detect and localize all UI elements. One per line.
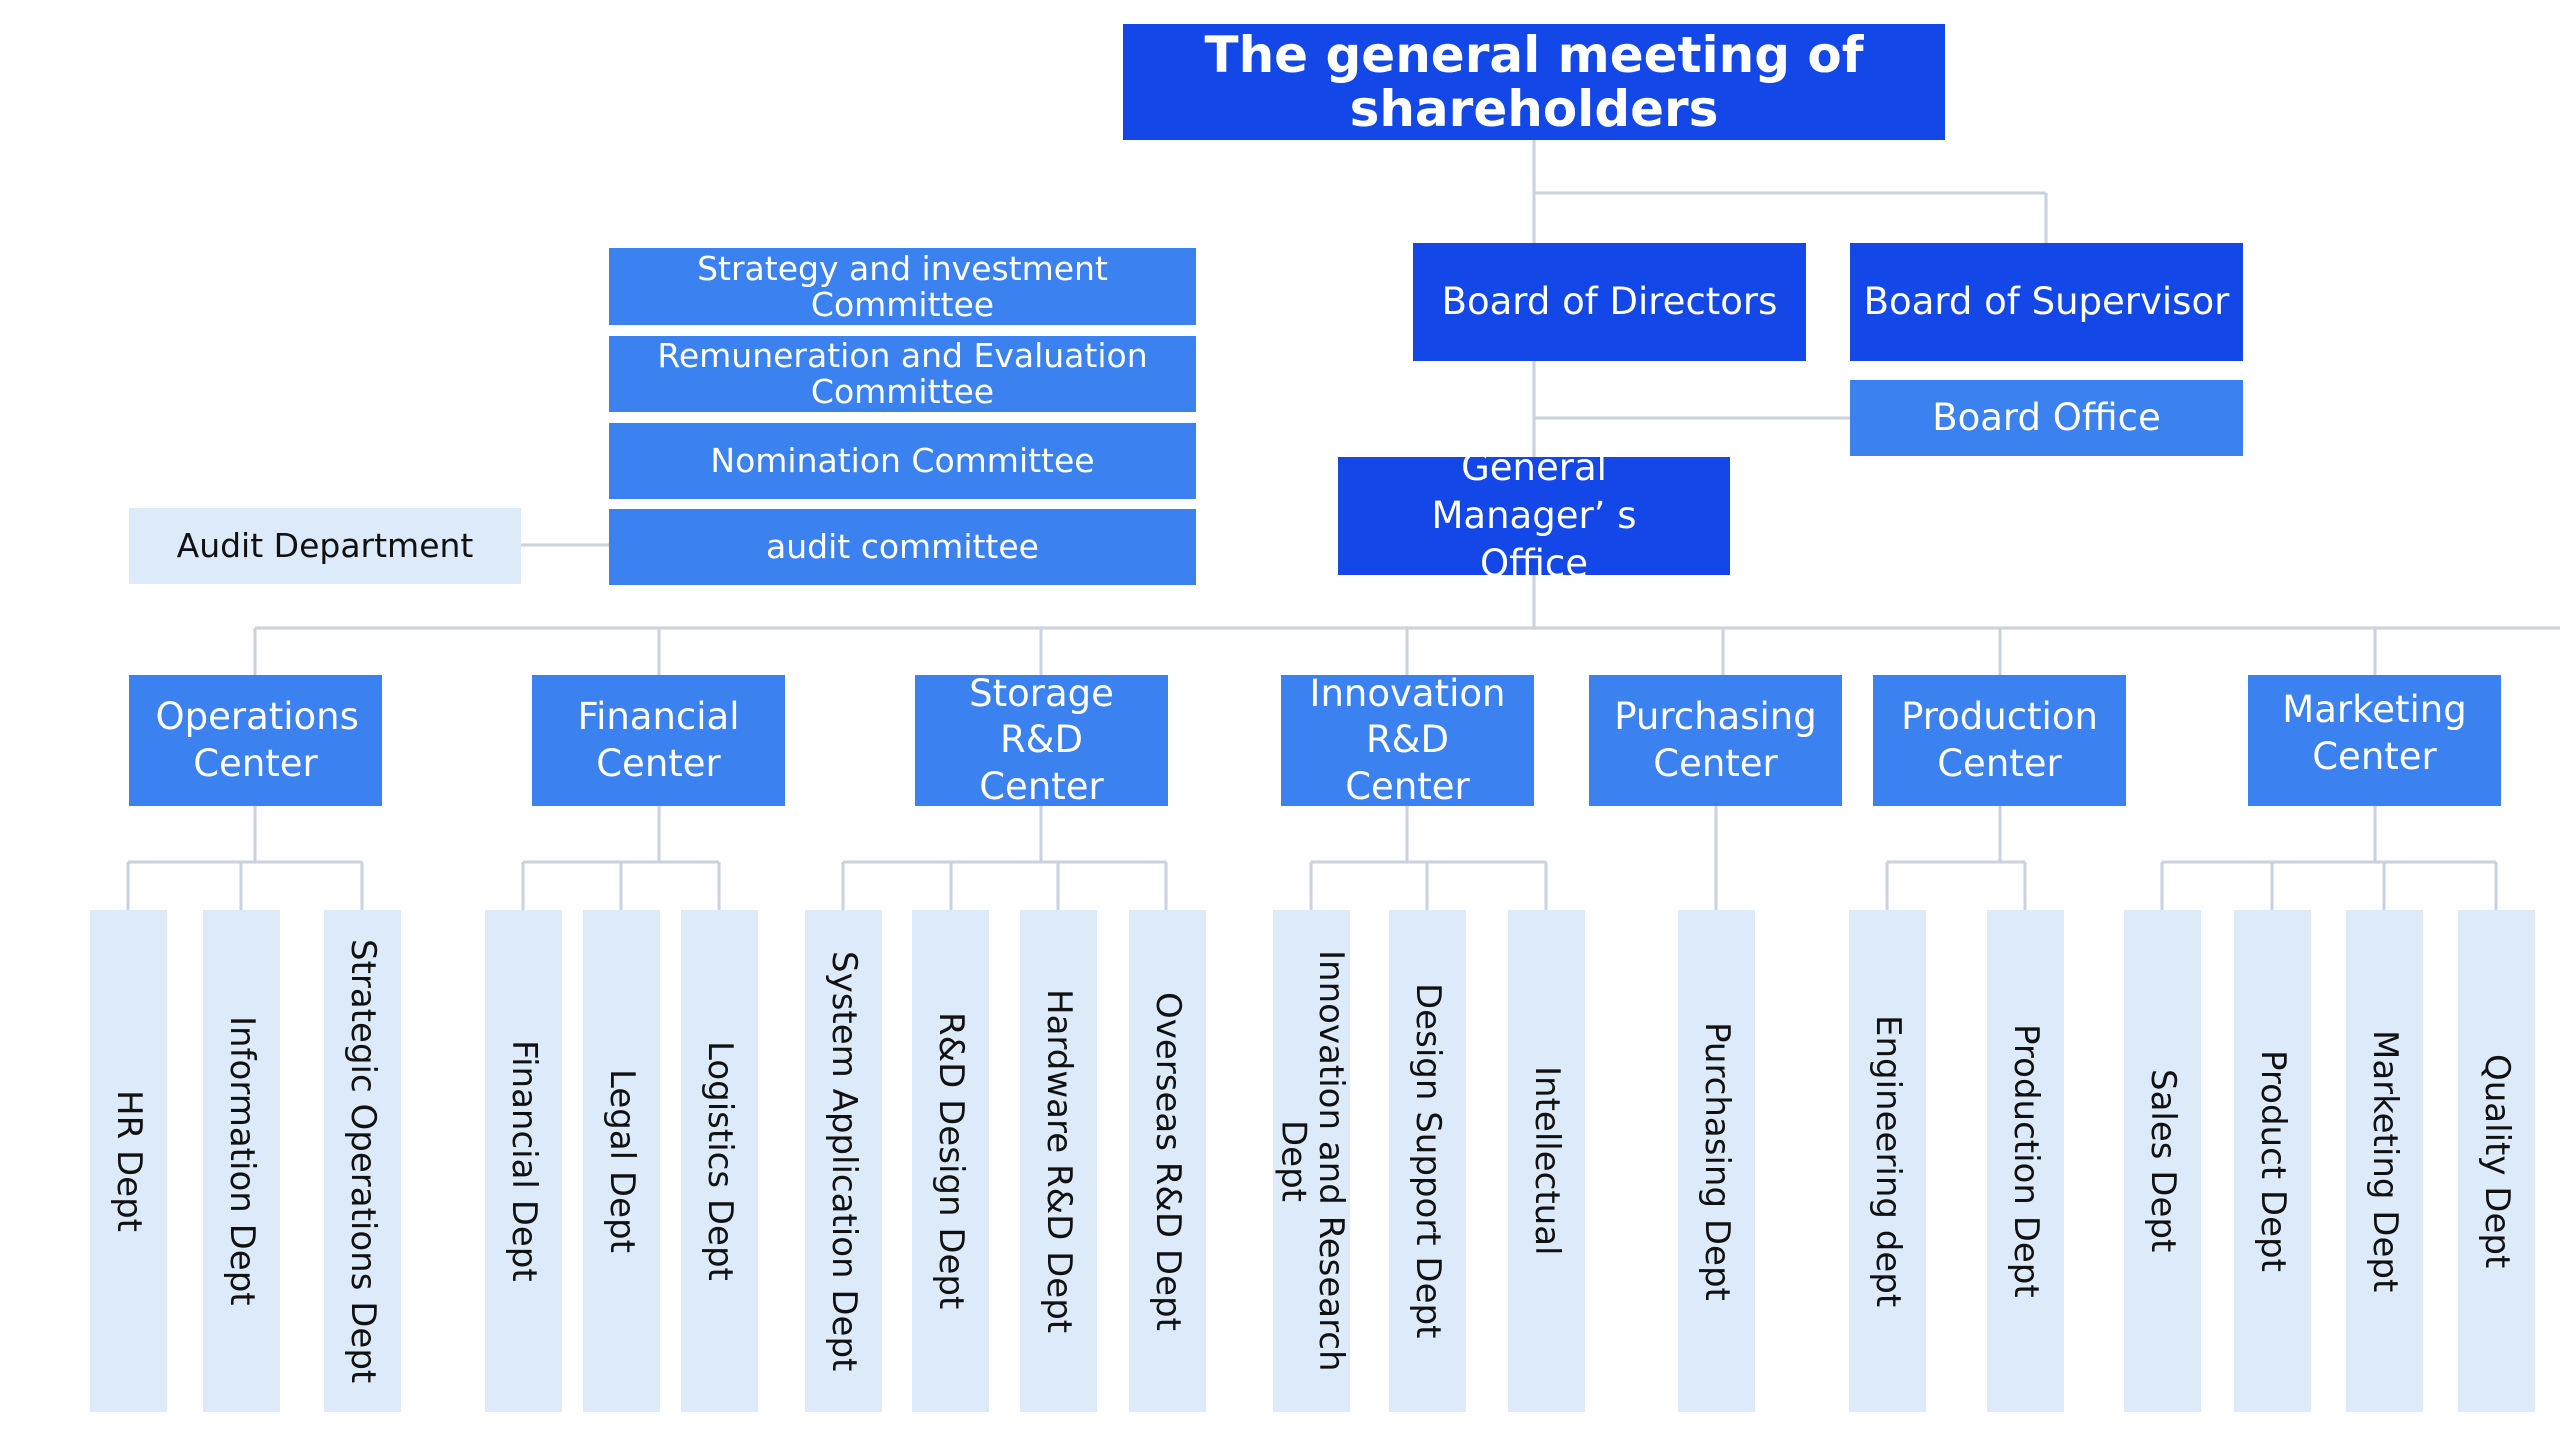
committee-box: Remuneration and Evaluation Committee bbox=[609, 336, 1196, 412]
center-box: Financial Center bbox=[532, 675, 785, 806]
audit-department-box: Audit Department bbox=[129, 508, 521, 584]
center-label: Operations Center bbox=[155, 695, 359, 785]
department-label: Product Dept bbox=[2253, 1050, 2294, 1272]
committee-box: Strategy and investment Committee bbox=[609, 248, 1196, 325]
department-label: HR Dept bbox=[109, 1089, 150, 1232]
committee-box: audit committee bbox=[609, 509, 1196, 585]
center-box: Innovation R&D Center bbox=[1281, 672, 1534, 808]
department-box: Financial Dept bbox=[485, 910, 562, 1412]
department-box: Engineering dept bbox=[1849, 910, 1926, 1412]
board-office-label: Board Office bbox=[1932, 395, 2161, 439]
department-box: Design Support Dept bbox=[1389, 910, 1466, 1412]
department-label: R&D Design Dept bbox=[931, 1012, 972, 1310]
department-box: Sales Dept bbox=[2124, 910, 2201, 1412]
department-label: System Application Dept bbox=[824, 950, 865, 1372]
department-box: Production Dept bbox=[1987, 910, 2064, 1412]
department-box: Strategic Operations Dept bbox=[324, 910, 401, 1412]
department-box: Innovation and Research Dept bbox=[1273, 910, 1351, 1412]
department-label: Strategic Operations Dept bbox=[343, 938, 384, 1384]
center-box: Marketing Center bbox=[2248, 675, 2501, 806]
center-label: Purchasing Center bbox=[1614, 695, 1817, 785]
department-label: Sales Dept bbox=[2143, 1069, 2184, 1253]
committee-label: Remuneration and Evaluation Committee bbox=[657, 336, 1148, 411]
department-box: Intellectual bbox=[1508, 910, 1585, 1412]
committee-label: audit committee bbox=[766, 527, 1039, 567]
shareholders-meeting-label: The general meeting of shareholders bbox=[1204, 26, 1864, 138]
department-label: Marketing Dept bbox=[2365, 1029, 2406, 1293]
committee-label: Nomination Committee bbox=[710, 441, 1095, 481]
board-of-directors-box: Board of Directors bbox=[1413, 243, 1806, 361]
department-label: Overseas R&D Dept bbox=[1148, 991, 1189, 1331]
department-box: R&D Design Dept bbox=[912, 910, 989, 1412]
department-label: Innovation and Research Dept bbox=[1273, 950, 1351, 1372]
department-label: Financial Dept bbox=[504, 1040, 545, 1282]
department-box: Legal Dept bbox=[583, 910, 660, 1412]
center-box: Purchasing Center bbox=[1589, 675, 1842, 806]
department-label: Purchasing Dept bbox=[1697, 1021, 1738, 1301]
department-label: Production Dept bbox=[2006, 1024, 2047, 1298]
center-label: Production Center bbox=[1901, 695, 2098, 785]
general-manager-office-label: General Manager’ s Office bbox=[1431, 445, 1637, 586]
department-box: Overseas R&D Dept bbox=[1129, 910, 1206, 1412]
board-of-supervisor-box: Board of Supervisor bbox=[1850, 243, 2243, 361]
department-box: HR Dept bbox=[90, 910, 167, 1412]
department-box: Quality Dept bbox=[2458, 910, 2535, 1412]
board-office-box: Board Office bbox=[1850, 380, 2243, 456]
department-label: Intellectual bbox=[1527, 1066, 1568, 1256]
department-label: Hardware R&D Dept bbox=[1039, 988, 1080, 1334]
center-label: Innovation R&D Center bbox=[1309, 672, 1506, 808]
department-label: Information Dept bbox=[222, 1016, 263, 1306]
board-of-supervisor-label: Board of Supervisor bbox=[1863, 279, 2230, 323]
center-label: Marketing Center bbox=[2282, 688, 2467, 778]
general-manager-office-box: General Manager’ s Office bbox=[1338, 446, 1730, 585]
department-box: Marketing Dept bbox=[2346, 910, 2423, 1412]
board-of-directors-label: Board of Directors bbox=[1441, 279, 1778, 323]
department-box: Logistics Dept bbox=[681, 910, 758, 1412]
shareholders-meeting-box: The general meeting of shareholders bbox=[1123, 24, 1945, 140]
department-box: Hardware R&D Dept bbox=[1020, 910, 1097, 1412]
department-label: Engineering dept bbox=[1868, 1014, 1909, 1308]
department-label: Logistics Dept bbox=[700, 1041, 741, 1281]
department-box: Information Dept bbox=[203, 910, 280, 1412]
department-label: Legal Dept bbox=[602, 1069, 643, 1253]
department-box: Purchasing Dept bbox=[1678, 910, 1755, 1412]
center-box: Operations Center bbox=[129, 675, 382, 806]
committee-box: Nomination Committee bbox=[609, 423, 1196, 499]
center-label: Financial Center bbox=[577, 695, 740, 785]
department-box: System Application Dept bbox=[805, 910, 882, 1412]
department-box: Product Dept bbox=[2234, 910, 2311, 1412]
audit-department-label: Audit Department bbox=[176, 526, 474, 566]
department-label: Design Support Dept bbox=[1408, 983, 1449, 1339]
committee-label: Strategy and investment Committee bbox=[697, 248, 1108, 324]
center-box: Storage R&D Center bbox=[915, 672, 1168, 808]
department-label: Quality Dept bbox=[2477, 1053, 2518, 1269]
center-box: Production Center bbox=[1873, 675, 2126, 806]
center-label: Storage R&D Center bbox=[969, 672, 1114, 808]
